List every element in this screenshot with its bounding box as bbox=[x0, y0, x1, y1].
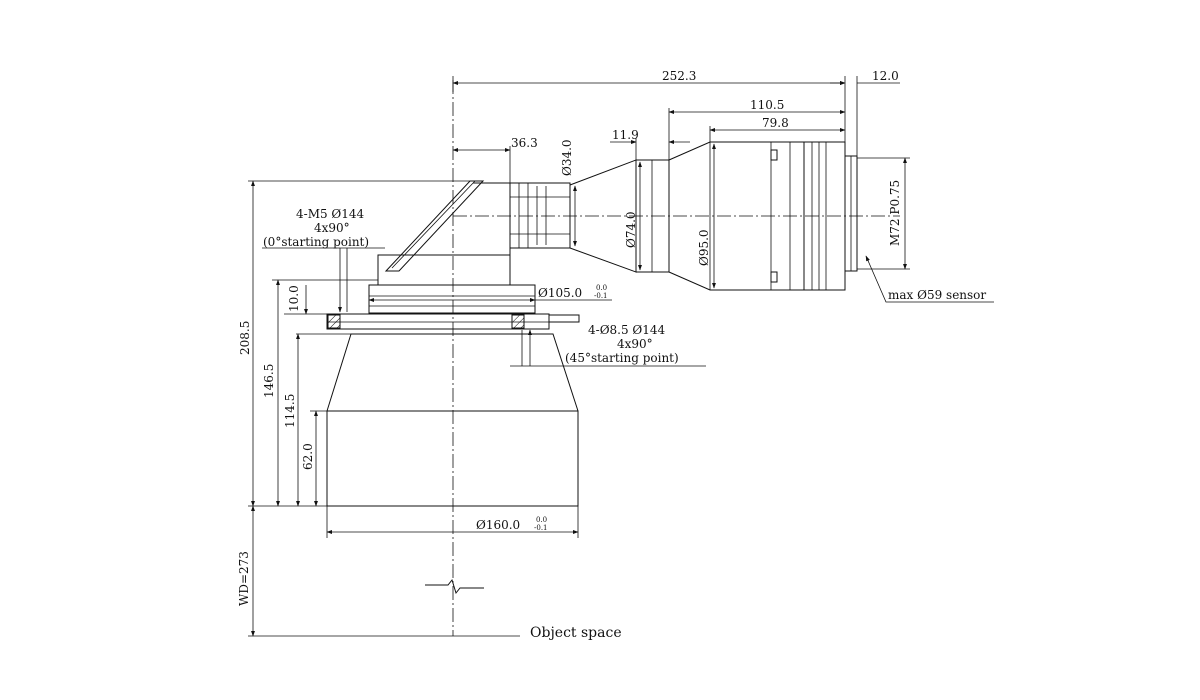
mirror-plate bbox=[384, 180, 485, 272]
rear-tube bbox=[509, 182, 571, 249]
mid-barrel bbox=[635, 159, 670, 273]
dim-dia-74: Ø74.0 bbox=[624, 211, 638, 248]
dim-mount-thread: M72 P0.75 bbox=[888, 180, 902, 246]
note-through-line1: 4-Ø8.5 Ø144 bbox=[588, 323, 666, 337]
dim-rear-barrel: 79.8 bbox=[762, 116, 789, 130]
dim-flange-tol-lower: -0.1 bbox=[594, 292, 608, 300]
dim-front-dia: Ø160.0 bbox=[476, 518, 520, 532]
front-barrel bbox=[326, 410, 579, 507]
dim-h-114: 114.5 bbox=[283, 394, 297, 428]
dim-mirror-offset: 36.3 bbox=[511, 136, 538, 150]
note-max-sensor: max Ø59 sensor bbox=[888, 288, 986, 302]
dim-rear-extension: 12.0 bbox=[872, 69, 899, 83]
dim-dia-34: Ø34.0 bbox=[560, 139, 574, 176]
dimension-lines bbox=[248, 76, 994, 637]
note-through-line2: 4x90° bbox=[617, 337, 653, 351]
dim-cone-offset: 11.9 bbox=[612, 128, 639, 142]
housing bbox=[377, 254, 511, 285]
label-object-space: Object space bbox=[530, 625, 622, 641]
flange-hole-right bbox=[511, 314, 525, 329]
dim-total-height: 208.5 bbox=[238, 321, 252, 355]
dim-h-62: 62.0 bbox=[301, 443, 315, 470]
note-tapped-line1: 4-M5 Ø144 bbox=[296, 207, 365, 221]
flange-lip bbox=[548, 314, 580, 323]
dim-front-tol-lower: -0.1 bbox=[534, 524, 548, 532]
dim-dia-95: Ø95.0 bbox=[697, 229, 711, 266]
dim-h-10: 10.0 bbox=[287, 285, 301, 312]
dim-flange-tol-upper: 0.0 bbox=[596, 284, 607, 292]
note-through-line3: (45°starting point) bbox=[565, 351, 679, 365]
housing-top bbox=[473, 182, 511, 255]
dim-flange-dia: Ø105.0 bbox=[538, 286, 582, 300]
dim-h-146: 146.5 bbox=[262, 364, 276, 398]
dim-rear-body: 110.5 bbox=[750, 98, 784, 112]
dim-front-tol-upper: 0.0 bbox=[536, 516, 547, 524]
dim-total-length: 252.3 bbox=[662, 69, 696, 83]
dim-working-distance: WD=273 bbox=[237, 551, 251, 606]
note-tapped-line3: (0°starting point) bbox=[263, 235, 369, 249]
dimension-labels: 252.3 12.0 110.5 79.8 11.9 36.3 Ø34.0 Ø7… bbox=[237, 69, 986, 641]
front-cone bbox=[326, 333, 579, 412]
note-tapped-line2: 4x90° bbox=[314, 221, 350, 235]
upper-ring bbox=[368, 284, 536, 314]
flange-hole-left bbox=[327, 314, 341, 329]
